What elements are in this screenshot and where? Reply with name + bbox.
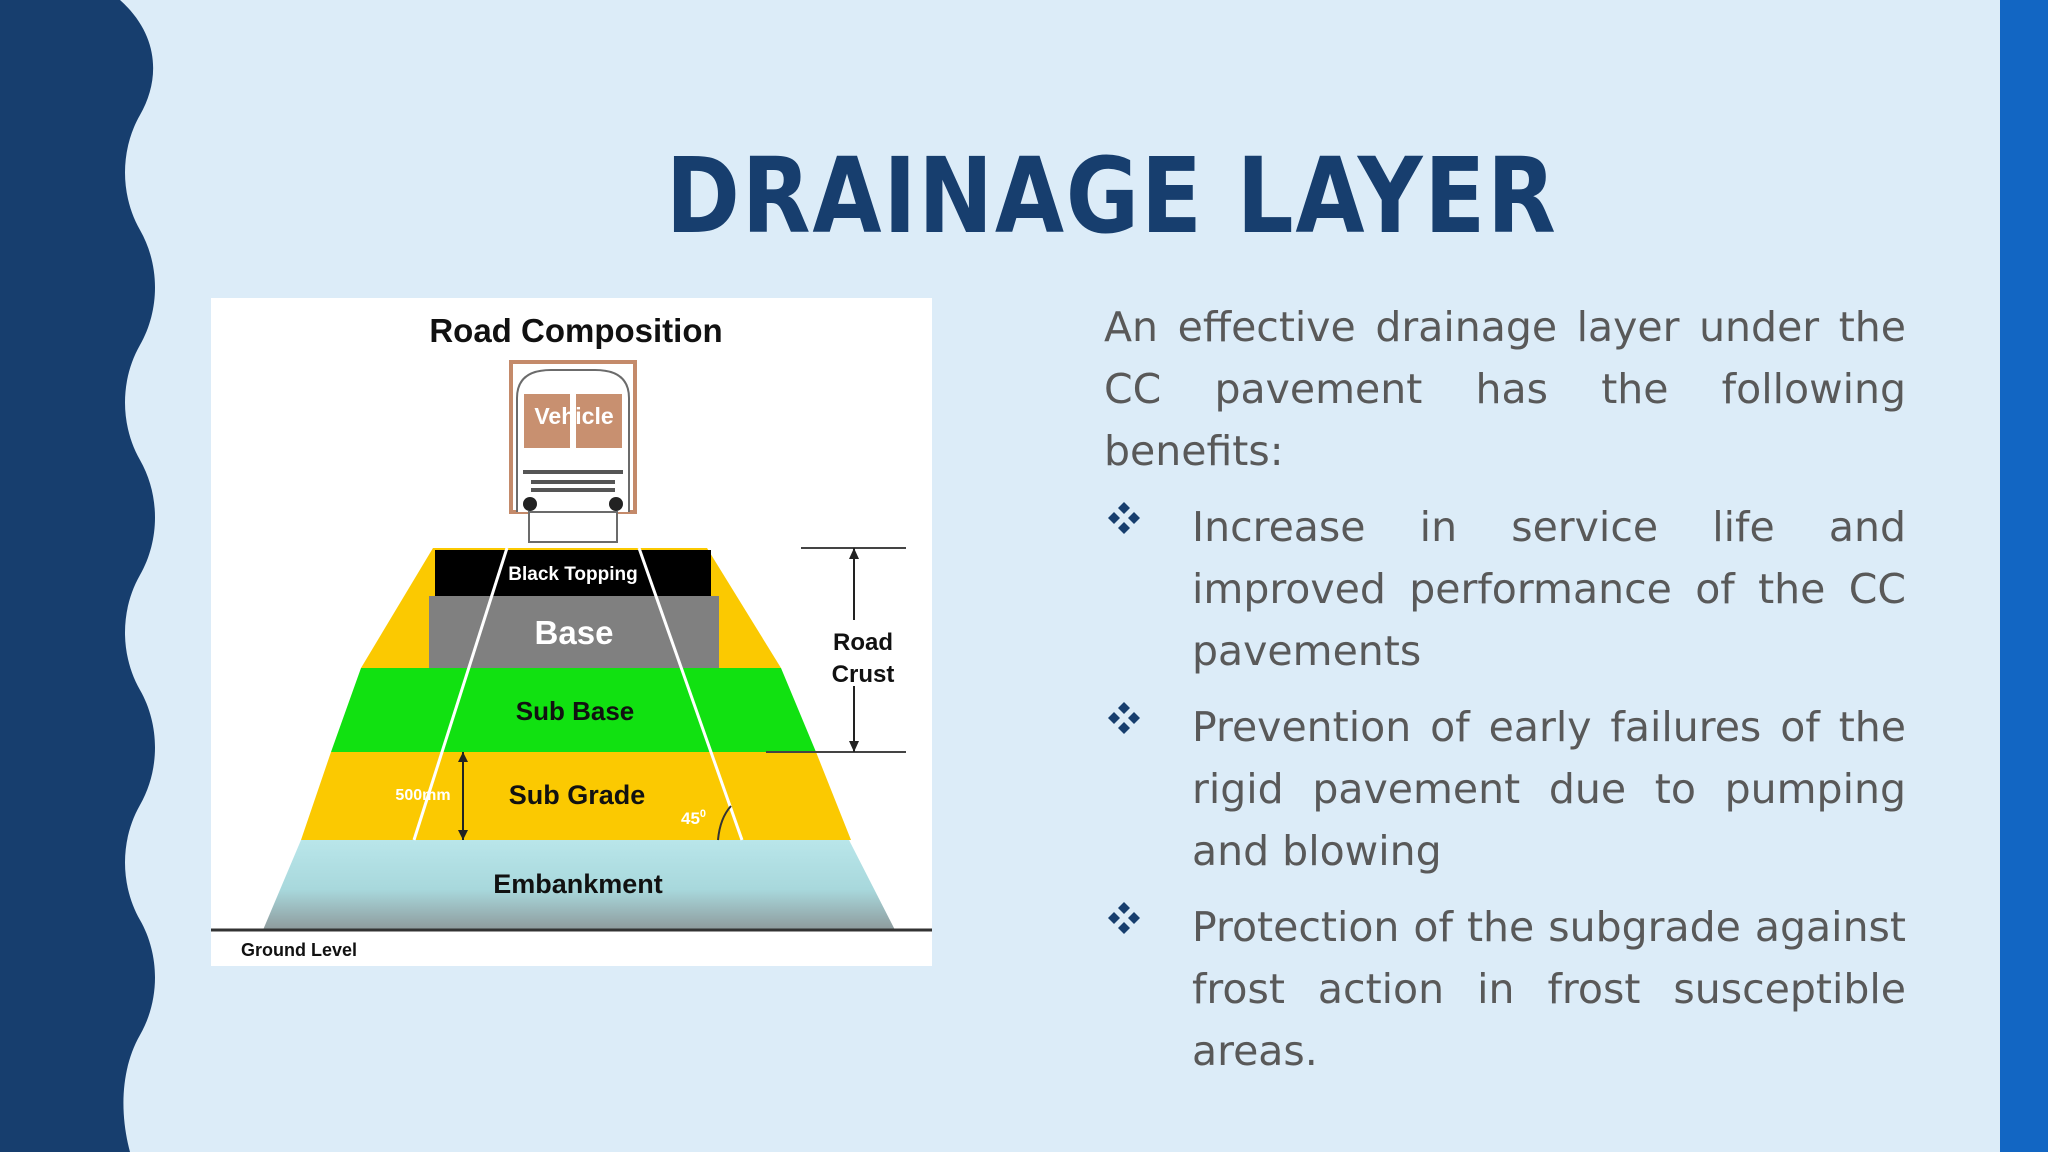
layer-label-embankment: Embankment [493, 869, 663, 899]
benefits-list: Increase in service life and improved pe… [1104, 496, 1906, 1082]
road-crust-label-line2: Crust [832, 661, 895, 688]
layer-label-sub-base: Sub Base [516, 696, 635, 726]
angle-label: 450 [681, 808, 706, 828]
list-item: Increase in service life and improved pe… [1104, 496, 1906, 682]
base-layer [429, 596, 719, 668]
four-diamond-bullet-icon [1108, 902, 1140, 934]
right-accent-bar [2000, 0, 2048, 1152]
left-wave-decoration [0, 0, 155, 1152]
black-topping-layer [435, 550, 711, 596]
benefits-text-block: An effective drainage layer under the CC… [1104, 296, 1906, 1096]
road-crust-label-line1: Road [833, 629, 893, 656]
depth-label: 500mm [395, 787, 450, 804]
vehicle-label: Vehicle [534, 403, 613, 429]
list-item: Prevention of early failures of the rigi… [1104, 696, 1906, 882]
bullet-text: Prevention of early failures of the rigi… [1192, 703, 1906, 875]
four-diamond-bullet-icon [1108, 502, 1140, 534]
layer-label-sub-grade: Sub Grade [509, 780, 646, 810]
road-composition-figure: Road Composition Vehicle [211, 298, 932, 966]
figure-title: Road Composition [429, 312, 722, 349]
vehicle-icon [509, 360, 637, 543]
four-diamond-bullet-icon [1108, 702, 1140, 734]
slide-title: DRAINAGE LAYER [665, 134, 1558, 257]
layer-label-black-topping: Black Topping [508, 564, 637, 585]
list-item: Protection of the subgrade against frost… [1104, 896, 1906, 1082]
ground-level-label: Ground Level [241, 940, 357, 960]
bullet-text: Increase in service life and improved pe… [1192, 503, 1906, 675]
intro-paragraph: An effective drainage layer under the CC… [1104, 303, 1906, 475]
bullet-text: Protection of the subgrade against frost… [1192, 903, 1906, 1075]
layer-label-base: Base [535, 614, 614, 651]
sub-base-layer [331, 668, 816, 752]
sub-grade-layer [301, 752, 851, 840]
embankment-layer [263, 840, 895, 930]
